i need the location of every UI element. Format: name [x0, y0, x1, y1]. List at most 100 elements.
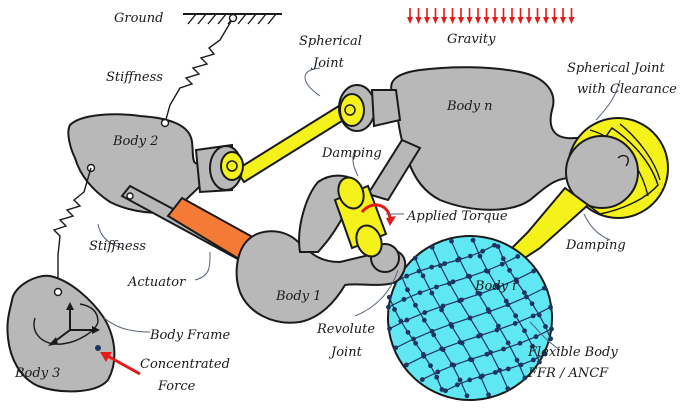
mesh-node: [530, 357, 536, 363]
flexible-body-label-2: FFR / ANCF: [527, 366, 609, 381]
mesh-node: [404, 317, 410, 323]
mesh-node: [485, 307, 491, 312]
mesh-node: [530, 343, 535, 349]
body-frame-label: Body Frame: [149, 328, 230, 343]
mesh-node: [501, 346, 506, 352]
mesh-node: [480, 248, 486, 254]
mesh-node: [417, 290, 423, 296]
labels: Ground Gravity Stiffness Stiffness Spher…: [14, 11, 677, 394]
mesh-node: [522, 328, 527, 334]
gravity-arrow-head: [415, 17, 422, 24]
gravity-arrow-head: [534, 17, 541, 24]
mesh-node: [404, 273, 410, 279]
mesh-node: [484, 351, 490, 357]
mesh-node: [542, 351, 548, 357]
revolute-joint-label-2: Joint: [328, 345, 363, 360]
gravity-arrow-head: [551, 17, 558, 24]
mesh-node: [434, 374, 440, 380]
mesh-node: [518, 362, 524, 368]
mesh-node: [422, 310, 428, 315]
mesh-node: [450, 279, 456, 285]
mesh-node: [517, 340, 523, 346]
mesh-node: [435, 369, 441, 375]
mesh-node: [548, 336, 554, 342]
applied-torque-label: Applied Torque: [406, 209, 508, 224]
spherical-joint-clearance: [565, 117, 669, 219]
mesh-node: [457, 339, 463, 345]
mesh-node: [503, 298, 509, 304]
mesh-node: [499, 261, 505, 267]
mesh-node: [521, 290, 527, 296]
mesh-node: [421, 353, 427, 359]
mesh-node: [512, 321, 518, 326]
gravity-arrow-head: [424, 17, 430, 24]
mesh-node: [419, 377, 425, 382]
gravity-arrow-head: [543, 17, 549, 24]
mesh-node: [492, 242, 497, 248]
concentrated-force-label-2: Force: [157, 379, 196, 394]
mesh-node: [447, 281, 452, 286]
mesh-node: [421, 317, 427, 323]
spherical-joint-rod: [194, 84, 402, 194]
actuator-label: Actuator: [127, 275, 186, 290]
mesh-node: [548, 304, 553, 310]
mesh-node: [494, 283, 500, 289]
gravity-arrow-head: [441, 17, 447, 24]
mesh-node: [405, 329, 411, 335]
body-1: [235, 174, 407, 324]
mesh-node: [413, 340, 419, 346]
mesh-node: [413, 302, 418, 308]
concentrated-force-label-1: Concentrated: [140, 357, 230, 372]
gravity-arrow-head: [517, 17, 524, 24]
gravity-arrow-head: [560, 17, 566, 24]
mesh-node: [467, 315, 473, 321]
mesh-node: [537, 359, 542, 365]
mesh-node: [392, 307, 397, 312]
flexible-body-i: [386, 235, 554, 401]
mesh-node: [393, 345, 399, 351]
mesh-node: [467, 253, 473, 259]
mesh-node: [500, 256, 506, 262]
mesh-node: [465, 273, 471, 279]
gravity-arrows: [407, 8, 575, 24]
gravity-arrow-head: [458, 17, 464, 24]
mesh-node: [495, 244, 501, 249]
mesh-node: [429, 290, 435, 296]
mesh-node: [429, 328, 435, 334]
mesh-node: [449, 238, 454, 244]
body-i-label: Body i: [474, 279, 516, 294]
mesh-node: [429, 244, 435, 250]
mesh-node: [494, 327, 500, 333]
mesh-node: [412, 255, 418, 261]
mesh-node: [541, 285, 547, 291]
mesh-node: [533, 334, 539, 340]
mesh-node: [434, 284, 439, 290]
mesh-node: [477, 253, 483, 259]
gravity-arrow-head: [407, 17, 413, 24]
leader-lines: [97, 67, 621, 351]
stiffness-left-label: Stiffness: [89, 239, 146, 254]
gravity-arrow-head: [483, 17, 490, 24]
mesh-node: [464, 393, 470, 399]
mesh-node: [476, 333, 481, 339]
mesh-node: [401, 296, 407, 302]
mesh-node: [404, 362, 409, 368]
gravity-arrow-head: [500, 17, 507, 24]
mesh-node: [505, 366, 511, 372]
mesh-node: [386, 304, 391, 310]
gravity-label: Gravity: [447, 32, 496, 47]
spherical-joint-label-1: Spherical: [299, 34, 362, 49]
spherical-clearance-label-1: Spherical Joint: [567, 61, 666, 76]
mesh-node: [530, 313, 536, 319]
flexible-body-label-1: Flexible Body: [527, 345, 618, 360]
mesh-node: [448, 321, 454, 327]
mesh-node: [486, 392, 491, 398]
mesh-node: [451, 362, 457, 368]
body-2-label: Body 2: [112, 134, 158, 149]
spherical-clearance-label-2: with Clearance: [577, 82, 677, 97]
mesh-node: [505, 386, 511, 392]
mesh-node: [549, 326, 554, 332]
mesh-node: [514, 279, 520, 285]
gravity-arrow-head: [509, 17, 515, 24]
mesh-node: [429, 264, 435, 270]
